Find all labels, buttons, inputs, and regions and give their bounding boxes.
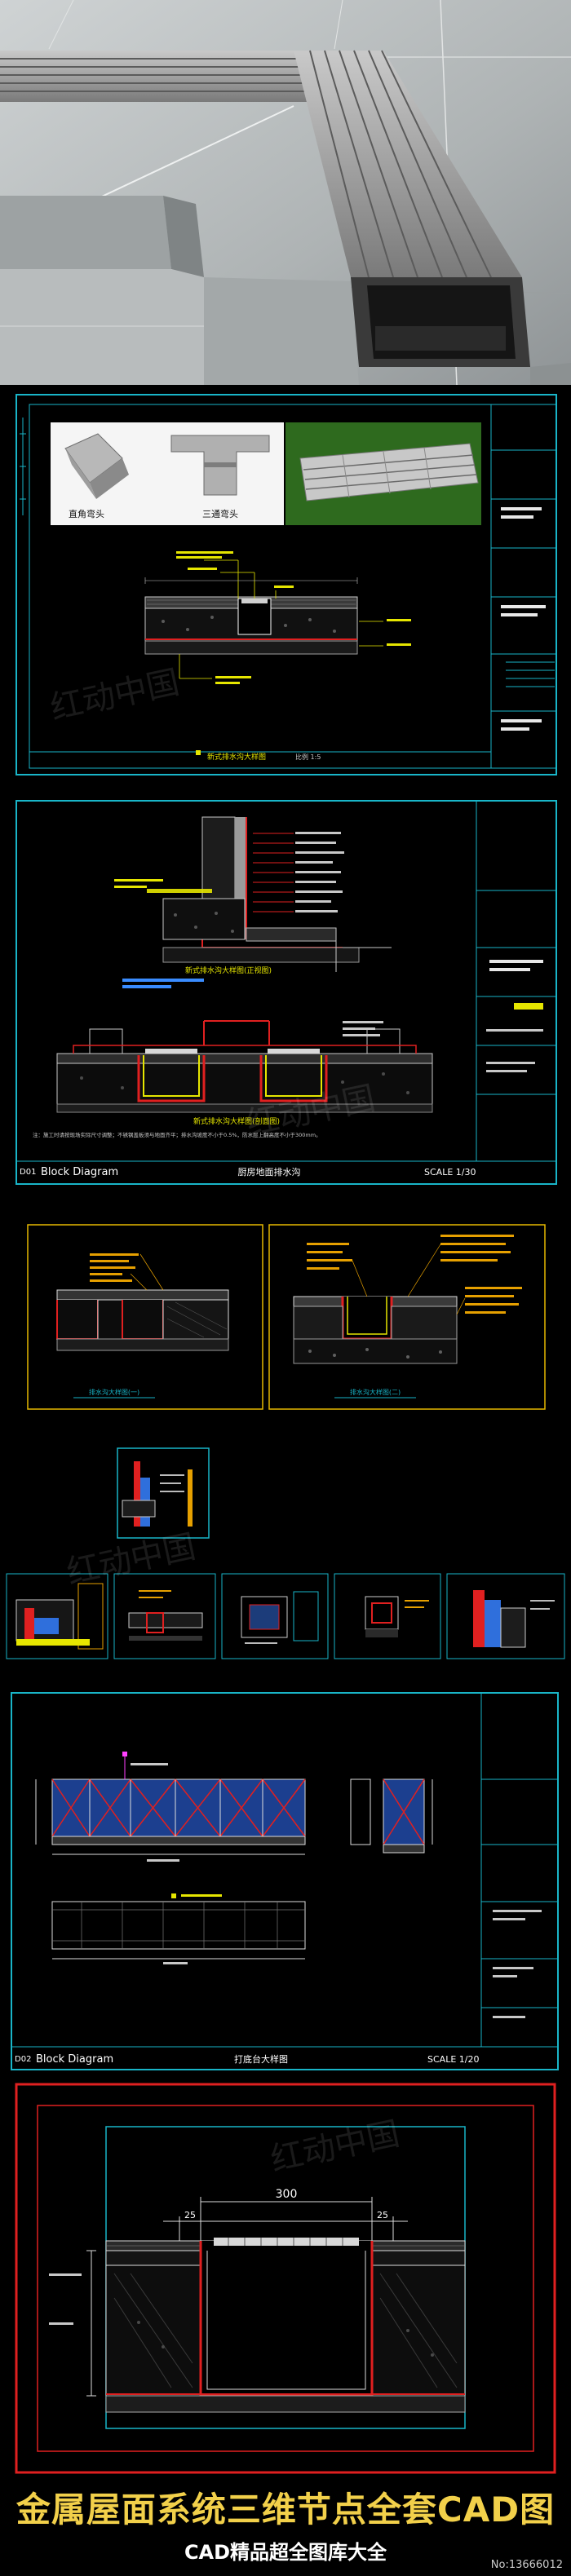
dim-right-label: 25 bbox=[377, 2210, 388, 2220]
sheet-large-section-drawing: 300 25 25 bbox=[15, 2083, 556, 2474]
top-detail-caption: 新式排水沟大样图(正视图) bbox=[185, 965, 272, 975]
sheet-base-platform-drawing: D02 Block Diagram 打底台大样图 SCALE 1/20 bbox=[11, 1692, 559, 2070]
corner-elbow-icon bbox=[64, 433, 129, 499]
sheet6-scale: SCALE 1/20 bbox=[427, 2054, 479, 2065]
small-wall-detail bbox=[117, 1447, 210, 1539]
drain-photo bbox=[0, 0, 571, 385]
drain-section-detail bbox=[144, 551, 411, 684]
dim-top-label: 300 bbox=[276, 2188, 298, 2201]
sheet-drain-detail: 直角弯头 三通弯头 bbox=[0, 385, 571, 784]
drain-detail-left bbox=[56, 1253, 229, 1351]
sheet-two-drain-details-drawing: 排水沟大样图(一) 排水沟大样图(二) bbox=[27, 1224, 546, 1410]
trench-large-section bbox=[49, 2238, 466, 2413]
platform-side bbox=[350, 1778, 433, 1854]
sheet2-number: D01 bbox=[20, 1168, 36, 1177]
sheet2-note: 注：施工时请按现场实际尺寸调整；不锈钢盖板须与地面齐平；排水沟坡度不小于0.5%… bbox=[33, 1131, 321, 1138]
sheet2-block-label: Block Diagram bbox=[41, 1166, 118, 1178]
left-detail-caption: 排水沟大样图(一) bbox=[89, 1388, 139, 1396]
photo-sheet-scale: 比例 1:5 bbox=[295, 753, 321, 761]
mini-sheet-1 bbox=[15, 1583, 104, 1650]
sheet6-title: 打底台大样图 bbox=[234, 2053, 288, 2065]
sheet-large-section: 300 25 25 bbox=[0, 2078, 571, 2477]
bottom-banner: 金属屋面系统三维节点全套CAD图 CAD精品超全图库大全 No:13666012 bbox=[0, 2477, 571, 2576]
platform-plan bbox=[51, 1893, 306, 1964]
sheet-drain-detail-drawing: 直角弯头 三通弯头 bbox=[15, 394, 557, 775]
banner-subtitle: CAD精品超全图库大全 bbox=[184, 2541, 387, 2564]
photo-sheet-title: 新式排水沟大样图 bbox=[207, 752, 266, 762]
mini-sheet-2 bbox=[128, 1590, 203, 1641]
sheet-thumbnail-strip bbox=[0, 1437, 571, 1681]
drain-detail-right bbox=[293, 1235, 522, 1364]
wall-floor-detail bbox=[114, 816, 392, 972]
sheet-kitchen-drain-drawing: 新式排水沟大样图(正视图) 新式排水沟大样图(剖面图) 注：施工时请按现场实际尺… bbox=[15, 800, 557, 1185]
drain-photo-render bbox=[0, 0, 571, 385]
tee-elbow-label: 三通弯头 bbox=[202, 508, 238, 519]
mini-sheet-5 bbox=[473, 1590, 555, 1648]
trench-section-detail bbox=[56, 1020, 433, 1113]
dim-left-label: 25 bbox=[184, 2210, 196, 2220]
tee-elbow-icon bbox=[170, 435, 270, 496]
corner-elbow-label: 直角弯头 bbox=[69, 508, 104, 519]
bottom-detail-caption: 新式排水沟大样图(剖面图) bbox=[193, 1116, 280, 1126]
sheet6-number: D02 bbox=[15, 2055, 31, 2064]
sheet6-block-label: Block Diagram bbox=[36, 2053, 113, 2066]
platform-elevation bbox=[35, 1752, 306, 1862]
sheet-base-platform: D02 Block Diagram 打底台大样图 SCALE 1/20 bbox=[0, 1681, 571, 2078]
banner-title: 金属屋面系统三维节点全套CAD图 bbox=[15, 2490, 556, 2530]
right-detail-caption: 排水沟大样图(二) bbox=[350, 1388, 401, 1396]
sheet-thumbnail-strip-drawing bbox=[6, 1447, 565, 1659]
mini-sheet-4 bbox=[365, 1596, 429, 1637]
sheet2-title: 厨房地面排水沟 bbox=[238, 1166, 301, 1178]
sheet-kitchen-drain: 新式排水沟大样图(正视图) 新式排水沟大样图(剖面图) 注：施工时请按现场实际尺… bbox=[0, 784, 571, 1192]
grate-cover-icon bbox=[299, 443, 479, 502]
sheet-two-drain-details: 排水沟大样图(一) 排水沟大样图(二) bbox=[0, 1192, 571, 1437]
mini-sheet-3 bbox=[241, 1591, 319, 1644]
sheet2-scale: SCALE 1/30 bbox=[424, 1167, 476, 1178]
banner-number: No:13666012 bbox=[490, 2559, 563, 2571]
